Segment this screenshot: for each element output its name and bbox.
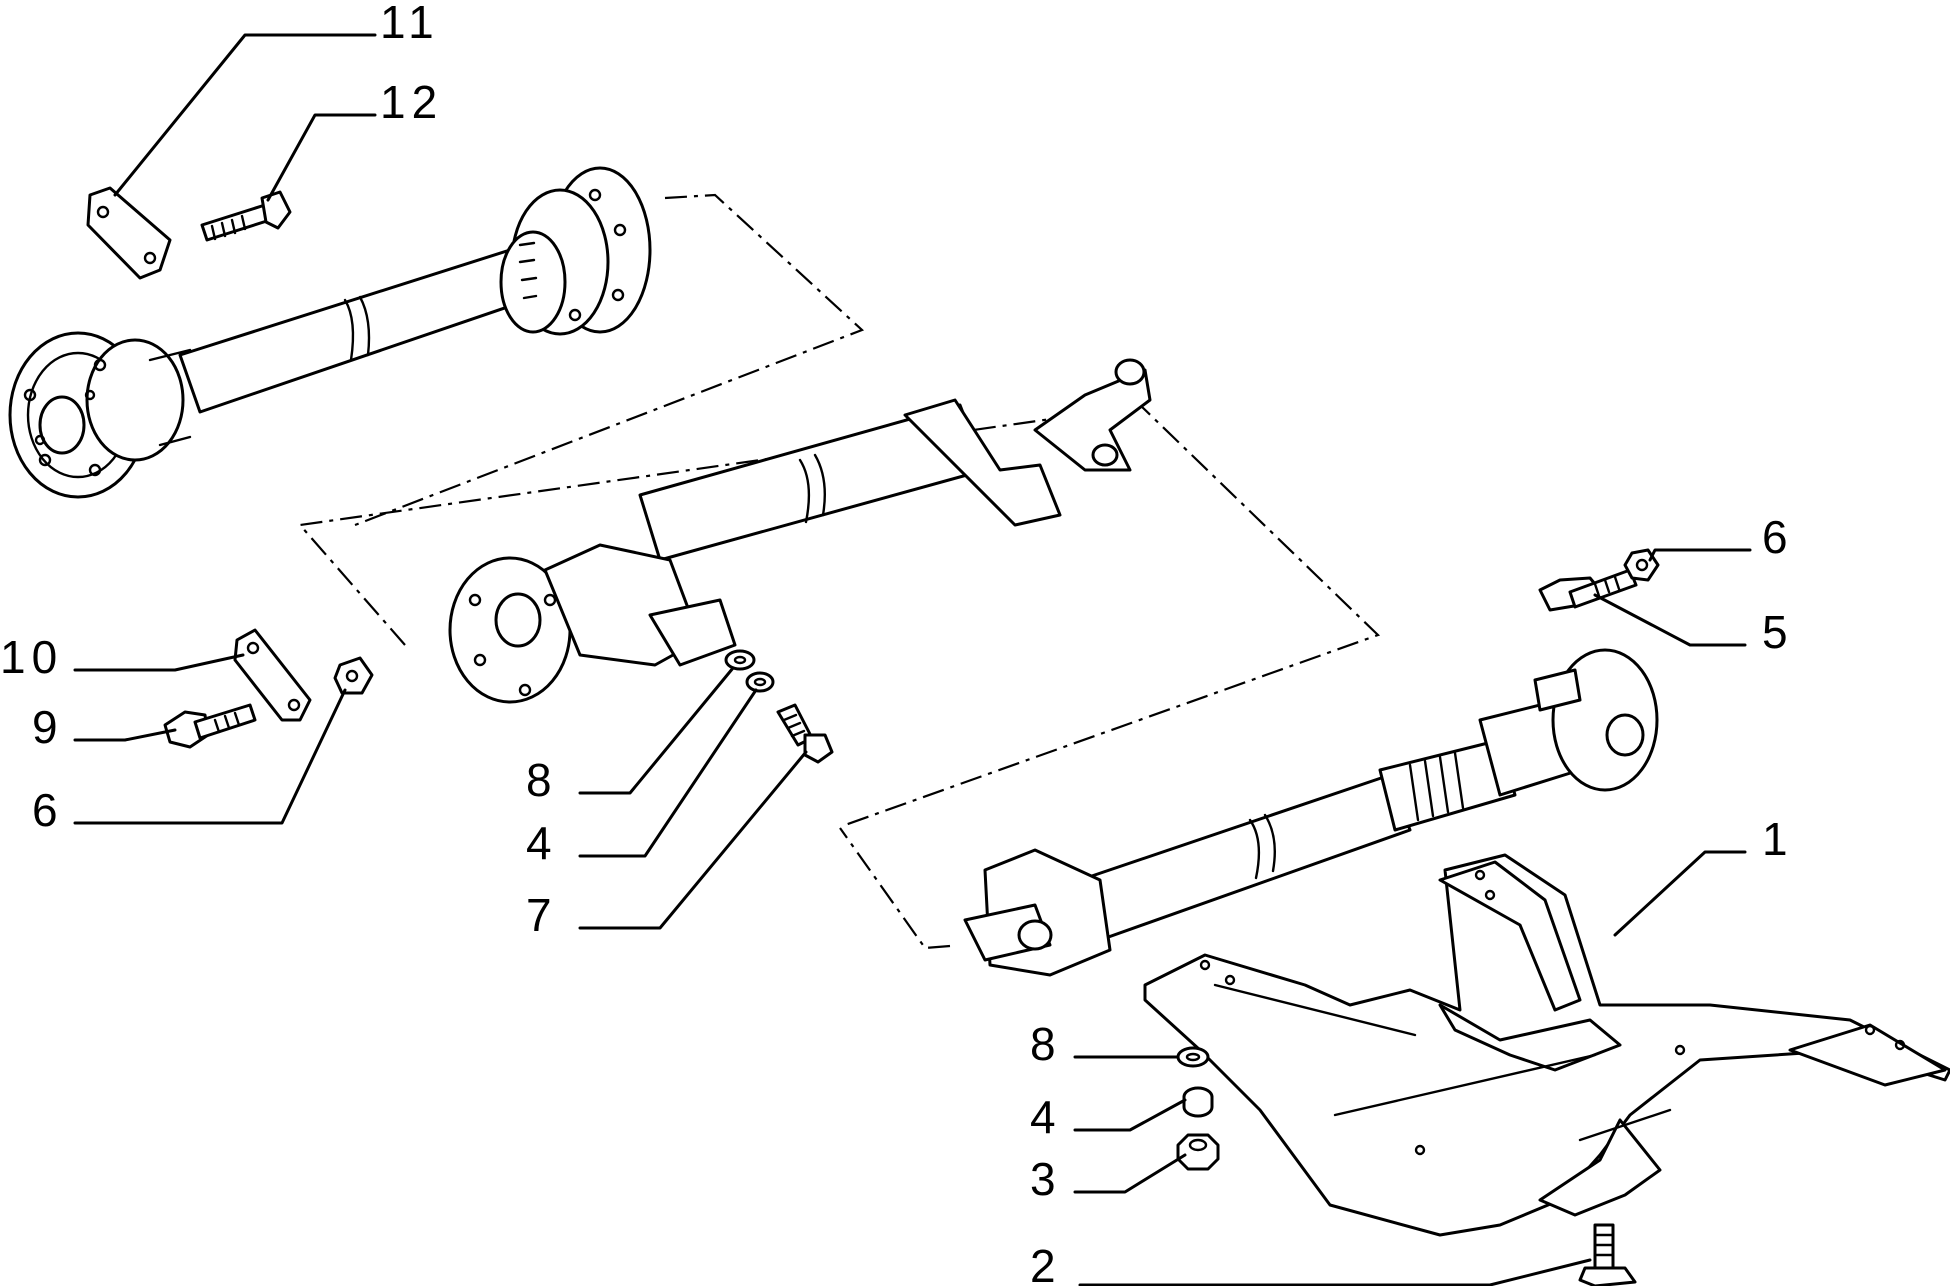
clamp-plate-11	[86, 186, 172, 280]
callout-4-lower: 4	[1030, 1091, 1062, 1143]
callout-11: 11	[380, 0, 440, 48]
callout-4-upper: 4	[526, 817, 558, 869]
callout-1: 1	[1762, 813, 1794, 865]
callout-3: 3	[1030, 1153, 1062, 1205]
callout-7: 7	[526, 889, 558, 941]
washer-8-lower	[1176, 1046, 1210, 1068]
clamp-plate-10	[233, 628, 312, 722]
callout-5: 5	[1762, 606, 1794, 658]
callout-12: 12	[380, 76, 443, 128]
assembly-guide-lines	[297, 193, 1381, 950]
nut-6-lower	[333, 656, 374, 695]
callout-9: 9	[32, 701, 64, 753]
callout-labels: 11 12 6 5 10 9 6 8 4 7 1 8 4 3 2	[0, 0, 1794, 1286]
callout-8-lower: 8	[1030, 1018, 1062, 1070]
callout-2: 2	[1030, 1240, 1062, 1286]
bolt-9	[163, 703, 257, 749]
nut-3	[1176, 1133, 1220, 1171]
bolt-12	[200, 190, 292, 242]
bolt-7	[776, 703, 834, 764]
cross-member-frame	[1143, 853, 1950, 1237]
callout-6-upper: 6	[1762, 511, 1794, 563]
washer-8-upper	[724, 649, 756, 671]
t-bolt-2	[1578, 1223, 1637, 1286]
callout-10: 10	[0, 631, 63, 683]
propeller-shaft-upper	[8, 166, 652, 499]
bolt-5	[1538, 568, 1638, 612]
leader-lines	[73, 33, 1752, 1286]
propeller-shaft-middle	[448, 358, 1152, 704]
lock-washer-4-upper	[745, 671, 775, 693]
callout-6-lower: 6	[32, 784, 64, 836]
lock-washer-4-lower	[1182, 1086, 1214, 1118]
propeller-shaft-lower	[963, 648, 1659, 977]
callout-8-upper: 8	[526, 754, 558, 806]
